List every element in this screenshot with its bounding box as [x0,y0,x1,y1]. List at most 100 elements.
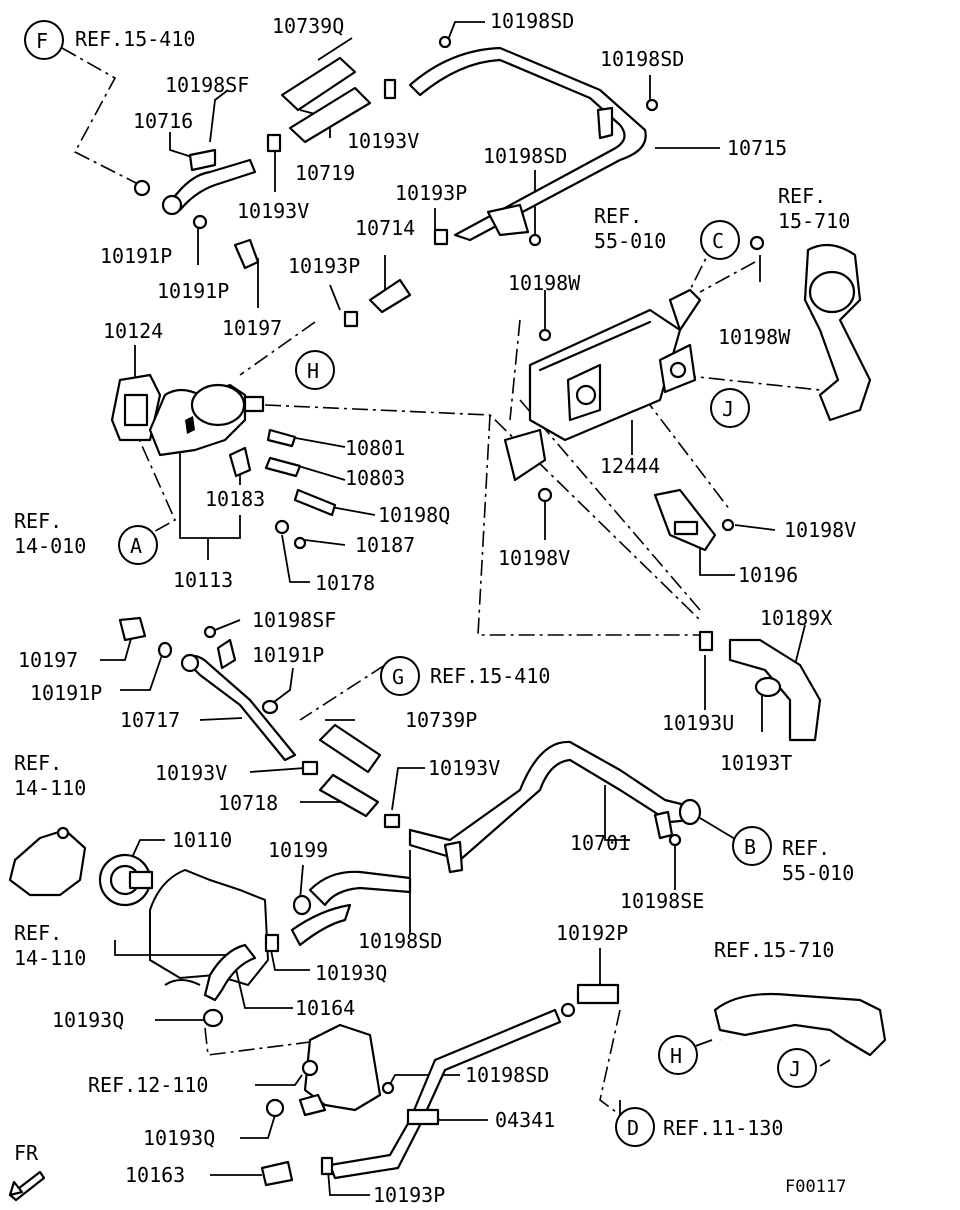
ref-55-010-top-1: REF. [594,204,642,228]
label-10718: 10718 [218,791,278,815]
label-10701: 10701 [570,831,630,855]
label-10717: 10717 [120,708,180,732]
ref-g: REF.15-410 [430,664,550,688]
bracket-10714 [486,203,542,247]
ref-14-110-b-1: REF. [14,921,62,945]
ref-15-710-top-1: REF. [778,184,826,208]
thermostat-10110 [98,853,154,907]
ref-14-010-1: REF. [14,509,62,533]
label-10193Q-c: 10193Q [143,1126,215,1150]
pipe-04341 [320,983,620,1180]
bracket-10196 [537,487,735,552]
ref-15-710-top-2: 15-710 [778,209,850,233]
hose-10193P [343,228,449,328]
hose-10719 [288,86,372,144]
fr-arrow [8,1170,46,1202]
label-10198SD-d: 10198SD [358,929,442,953]
label-10113: 10113 [173,568,233,592]
hose-10199 [264,870,412,953]
engine-block-ref-14-110 [149,868,270,987]
ref-55-010-top-2: 55-010 [594,229,666,253]
label-10124: 10124 [103,319,163,343]
ref-14-110-b-2: 14-110 [14,946,86,970]
label-10197-a: 10197 [222,316,282,340]
label-10191P-c: 10191P [252,643,324,667]
ref-15-710-bottom-part [713,992,887,1057]
ref-15-710-bottom: REF.15-710 [714,938,834,962]
dashed-reference-lines [61,47,821,1176]
thermostat-housing-ref-14-110 [8,826,87,897]
leader-lines [100,21,831,1196]
label-10198W-a: 10198W [508,271,581,295]
label-10197-b: 10197 [18,648,78,672]
label-10198SD-c: 10198SD [483,144,567,168]
circle-label-h2: H [670,1044,682,1068]
label-10198SD-a: 10198SD [490,9,574,33]
label-10189X: 10189X [760,606,832,630]
label-10193V-c: 10193V [428,756,500,780]
sensors-10801-10803 [228,428,302,478]
label-10198SE: 10198SE [620,889,704,913]
circle-label-d: D [627,1116,639,1140]
label-10191P-b: 10191P [157,279,229,303]
hose-10189X [698,630,822,742]
label-10193V-b: 10193V [237,199,309,223]
pipe-10717 [118,616,297,762]
label-10193Q-a: 10193Q [315,961,387,985]
bolts-small [133,179,765,342]
fr-label: FR [14,1141,39,1165]
label-10193V-a: 10193V [347,129,419,153]
hose-10164 [202,943,257,1028]
egr-cooler-12444 [503,288,702,482]
circle-label-g: G [392,665,404,689]
label-10193V-d: 10193V [155,761,227,785]
circle-label-b: B [744,835,756,859]
label-10191P-d: 10191P [30,681,102,705]
label-10183: 10183 [205,487,265,511]
label-10178: 10178 [315,571,375,595]
label-04341: 04341 [495,1108,555,1132]
label-10164: 10164 [295,996,355,1020]
label-10198W-b: 10198W [718,325,791,349]
diagram-code: F00117 [785,1177,846,1197]
circle-label-f: F [36,29,48,53]
label-10196: 10196 [738,563,798,587]
bolt-10198Q [293,488,337,517]
circle-label-j2: J [789,1057,801,1081]
label-10192P: 10192P [556,921,628,945]
ref-14-110-a-1: REF. [14,751,62,775]
circle-label-a: A [130,534,142,558]
label-10193U: 10193U [662,711,734,735]
ref-circles: F C H J A G B D H J [24,20,817,1147]
hose-10163 [260,1098,294,1187]
gasket-10124 [110,373,162,442]
label-10716: 10716 [133,109,193,133]
label-10198SD-b: 10198SD [600,47,684,71]
label-10739Q: 10739Q [272,14,344,38]
label-10199: 10199 [268,838,328,862]
ref-d: REF.11-130 [663,1116,783,1140]
hose-10718 [318,773,380,818]
clamp-10193V-top [266,78,397,153]
ref-b-2: 55-010 [782,861,854,885]
egr-valve-10113 [148,383,265,457]
hose-10739Q [280,56,357,112]
pipe-10715 [408,35,659,242]
circle-label-h: H [307,359,319,383]
circle-label-j: J [722,397,734,421]
label-10198SF-a: 10198SF [165,73,249,97]
washer-10187-10178 [274,519,307,550]
label-10719: 10719 [295,161,355,185]
label-10801: 10801 [345,436,405,460]
label-10715: 10715 [727,136,787,160]
part-labels: 10739Q 10198SD 10198SD 10198SF 10716 101… [14,9,856,1207]
label-10739P: 10739P [405,708,477,732]
pipe-10701 [408,740,702,874]
water-pump-ref-12-110 [298,1023,382,1117]
ref-labels: REF.15-410 REF. 15-710 REF. 55-010 REF. … [14,27,854,1140]
label-10193P-b: 10193P [288,254,360,278]
ref-12-110: REF.12-110 [88,1073,208,1097]
pipe-10716 [161,148,257,216]
ref-f-top: REF.15-410 [75,27,195,51]
